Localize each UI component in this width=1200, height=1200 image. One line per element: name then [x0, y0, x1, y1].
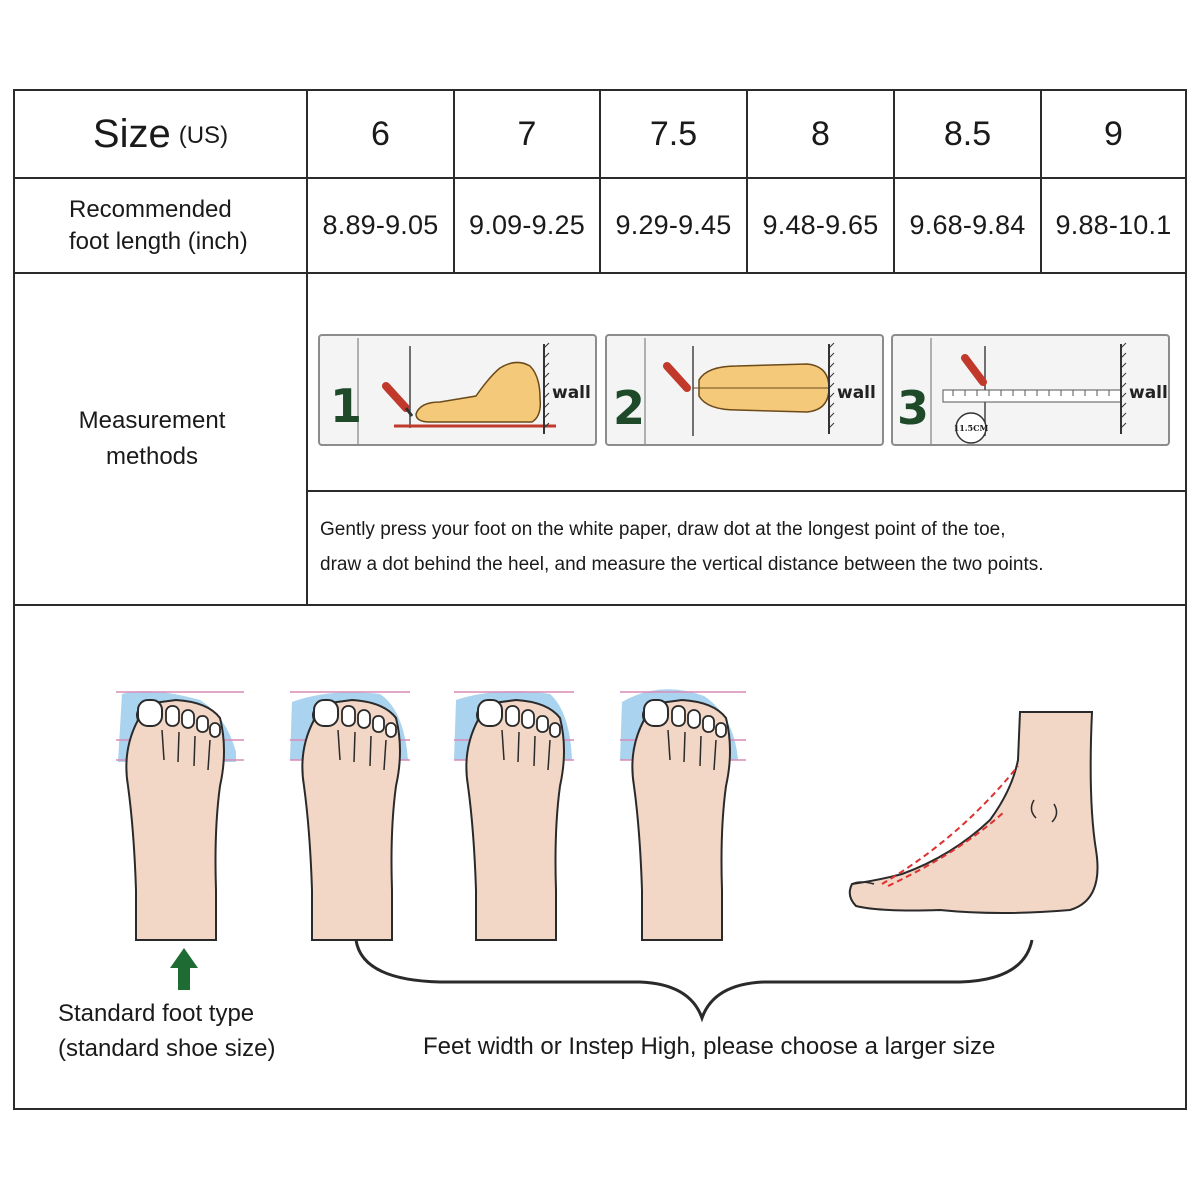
- size-label: Size: [92, 111, 171, 156]
- size-header: Size (US): [15, 91, 306, 177]
- wide-foot: [620, 689, 746, 941]
- size-cell: 8: [811, 114, 830, 153]
- length-cell: 9.48-9.65: [762, 210, 879, 240]
- pencil-icon: [663, 362, 691, 392]
- pencil-icon: [382, 382, 410, 412]
- step-2-illustration: 2 wall: [613, 338, 876, 444]
- measurement-header: Measurement methods: [15, 274, 289, 604]
- measure-step-1: 1 wall: [318, 334, 597, 446]
- size-cell: 7.5: [649, 114, 698, 153]
- instep-dashed-line: [887, 811, 1005, 887]
- row-divider: [13, 604, 1187, 606]
- wide-foot: [454, 691, 574, 941]
- foot-side-icon: [415, 361, 542, 423]
- instruction-line-2: draw a dot behind the heel, and measure …: [320, 554, 1044, 575]
- measure-step-3: 3 11.5CM wall: [891, 334, 1170, 446]
- instruction-line-1: Gently press your foot on the white pape…: [320, 519, 1006, 540]
- length-cell: 9.68-9.84: [909, 210, 1026, 240]
- instep-side-foot: [848, 711, 1099, 914]
- length-cell: 9.29-9.45: [615, 210, 732, 240]
- measure-step-2: 2 wall: [605, 334, 884, 446]
- pencil-icon: [961, 354, 987, 386]
- step-number: 1: [330, 379, 362, 433]
- step-1-illustration: 1 wall: [330, 338, 591, 444]
- standard-foot: [116, 691, 244, 941]
- size-cell: 6: [371, 114, 390, 153]
- column-divider: [306, 89, 308, 606]
- length-label-line2: foot length (inch): [69, 227, 248, 255]
- size-cell: 7: [517, 114, 537, 153]
- measurement-label-line1: Measurement: [78, 407, 226, 434]
- column-divider: [599, 89, 601, 274]
- standard-caption-line2: (standard shoe size): [58, 1035, 276, 1062]
- column-divider: [1040, 89, 1042, 274]
- wall-label: wall: [552, 383, 591, 403]
- standard-caption-line1: Standard foot type: [58, 1000, 255, 1027]
- brace-icon: [354, 939, 1034, 1023]
- measurement-label-line2: methods: [105, 443, 199, 470]
- wide-foot: [290, 691, 410, 941]
- ruler-badge-text: 11.5CM: [954, 423, 989, 433]
- step-number: 2: [613, 381, 645, 435]
- measurement-badge: [955, 412, 987, 444]
- wide-foot-caption: Feet width or Instep High, please choose…: [423, 1033, 996, 1060]
- size-unit: (US): [178, 122, 229, 149]
- column-divider: [746, 89, 748, 274]
- size-cell: 9: [1104, 114, 1123, 153]
- wall-label: wall: [1129, 383, 1168, 403]
- length-cell: 9.88-10.1: [1055, 210, 1172, 240]
- column-divider: [893, 89, 895, 274]
- length-label-line1: Recommended: [69, 195, 232, 223]
- column-divider: [453, 89, 455, 274]
- standard-foot-caption: Standard foot type (standard shoe size): [58, 996, 275, 1066]
- step-3-illustration: 3 11.5CM wall: [897, 338, 1168, 444]
- step-number: 3: [897, 381, 929, 435]
- up-arrow-icon: [170, 948, 198, 990]
- length-header: Recommended foot length (inch): [15, 179, 306, 272]
- length-cell: 8.89-9.05: [322, 210, 439, 240]
- wall-label: wall: [837, 383, 876, 403]
- measurement-instructions: Gently press your foot on the white pape…: [320, 512, 1180, 582]
- length-cell: 9.09-9.25: [469, 210, 585, 240]
- row-divider: [307, 490, 1187, 492]
- size-cell: 8.5: [943, 114, 992, 153]
- instep-dashed-line: [881, 765, 1019, 885]
